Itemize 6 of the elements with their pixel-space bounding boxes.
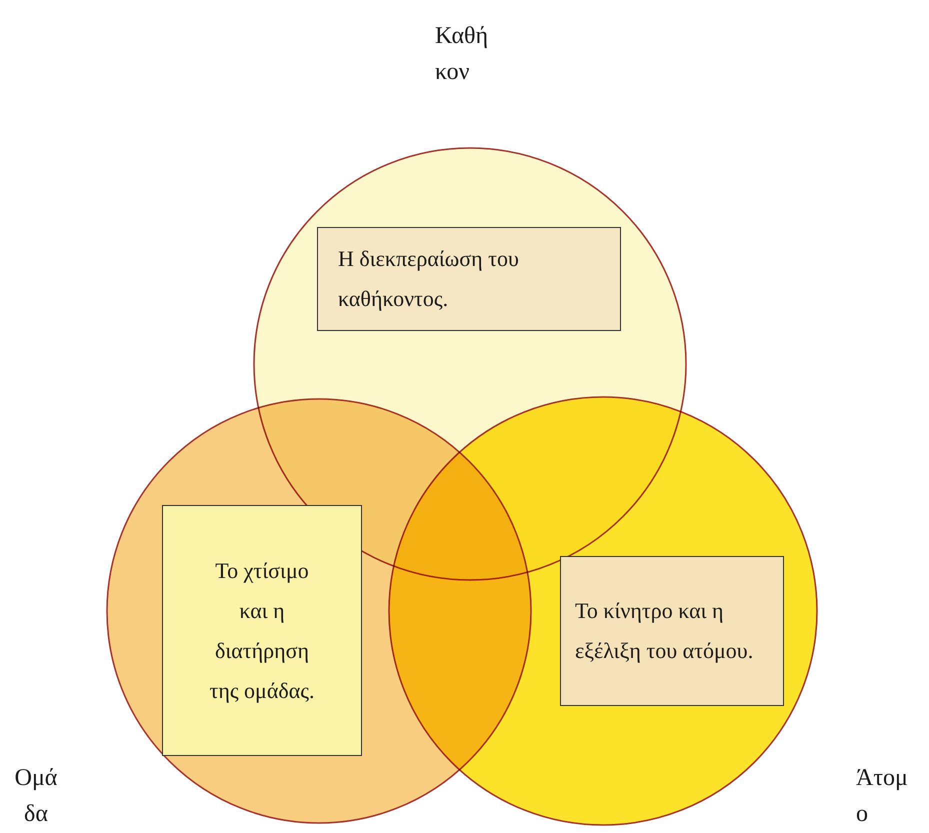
circle-heading: Καθή κον (435, 22, 490, 87)
text-box: Το κίνητρο και η εξέλιξη του ατόμου. (560, 556, 784, 706)
circle-heading: Άτομ ο (856, 764, 909, 829)
text-box: Η διεκπεραίωση του καθήκοντος. (317, 227, 621, 331)
text-box: Το χτίσιμο και η διατήρηση της ομάδας. (162, 505, 362, 756)
circle-heading: Ομά δα (14, 764, 58, 829)
